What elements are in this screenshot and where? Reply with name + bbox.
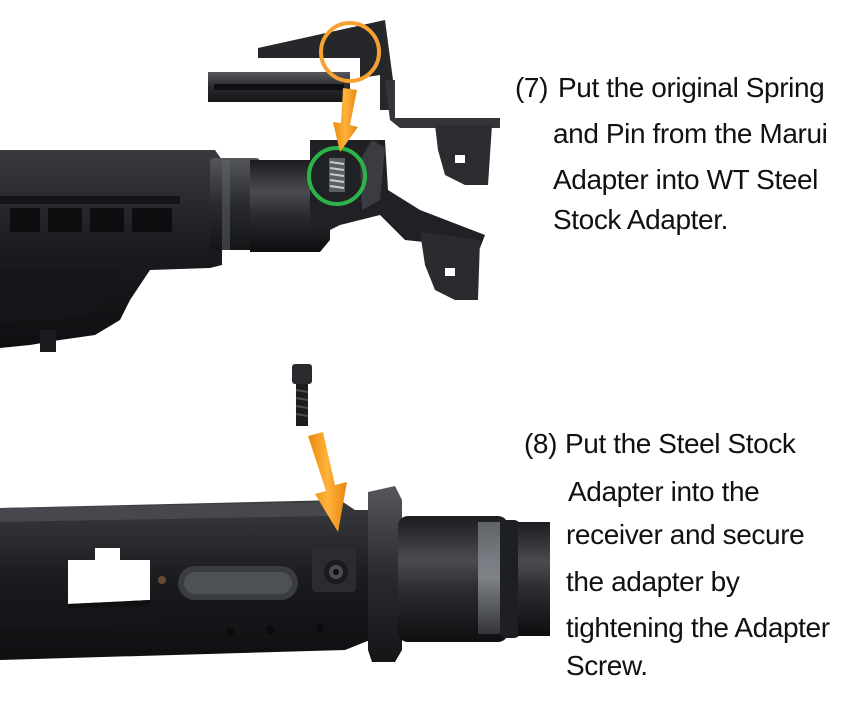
adapter-part-lower [310, 140, 485, 300]
step-7-number: (7) [515, 72, 549, 103]
stock-body [0, 150, 330, 352]
step-8-line-2: Adapter into the [568, 476, 760, 507]
green-circle-icon [307, 146, 367, 206]
step-8-caption: (8) Put the Steel Stock Adapter into the… [524, 430, 844, 690]
receiver-screw-hole [312, 548, 356, 592]
orange-arrow-icon [333, 88, 358, 152]
step-8-number: (8) [524, 428, 558, 459]
step-7-line-2: and Pin from the Marui [553, 118, 828, 149]
step-8-line-5: tightening the Adapter [566, 612, 830, 643]
adapter-screw [292, 364, 312, 426]
step-7-line-3: Adapter into WT Steel [553, 164, 818, 195]
step-7-line-4: Stock Adapter. [553, 204, 728, 235]
adapter-part-upper [208, 20, 500, 185]
step-7-caption: (7) Put the original Spring and Pin from… [515, 74, 845, 234]
orange-circle-icon [319, 21, 381, 83]
spring-detail [329, 158, 345, 192]
step-8-line-3: receiver and secure [566, 519, 805, 550]
step-8-line-1: Put the Steel Stock [565, 428, 796, 459]
step-8-line-4: the adapter by [566, 566, 740, 597]
orange-arrow-icon [308, 432, 347, 532]
receiver-photo [0, 364, 550, 662]
step-7-line-1: Put the original Spring [558, 72, 825, 103]
step-8-line-6: Screw. [566, 650, 648, 681]
